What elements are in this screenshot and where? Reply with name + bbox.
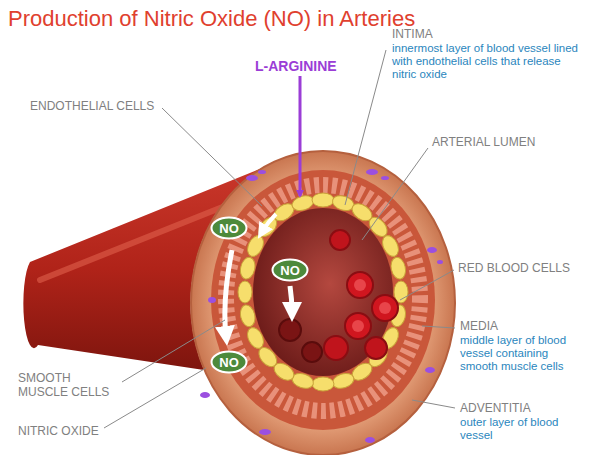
endothelial-cell	[389, 256, 408, 281]
adventitia-blobs	[200, 169, 443, 443]
layer-name: MEDIA	[460, 320, 498, 334]
endothelial-cell	[312, 193, 334, 207]
endothelial-cell	[238, 256, 257, 281]
endothelial-cell	[244, 325, 266, 351]
layer-name: INTIMA	[392, 28, 433, 42]
part-label: SMOOTH MUSCLE CELLS	[18, 372, 118, 400]
no-flow-arrow	[225, 250, 232, 336]
nitric-oxide-oval: NO	[210, 350, 248, 374]
node-text: NO	[210, 221, 248, 236]
layer-name: ADVENTITIA	[460, 402, 531, 416]
l-arginine-arrow	[299, 76, 302, 196]
red-blood-cells	[279, 230, 398, 362]
part-label: ENDOTHELIAL CELLS	[30, 100, 154, 114]
layer-description: outer layer of blood vessel	[460, 416, 560, 442]
endothelial-cell	[379, 233, 401, 259]
smooth-muscle-cells	[226, 185, 420, 411]
layer-description: innermost layer of blood vessel lined wi…	[392, 42, 582, 82]
no-flow-arrow	[290, 286, 292, 312]
media-layer	[211, 170, 435, 430]
endothelial-cell	[238, 281, 252, 303]
substrate-label: L-ARGININE	[255, 58, 337, 74]
adventitia-layer	[191, 151, 455, 455]
endothelial-cell	[238, 304, 257, 329]
nitric-oxide-oval: NO	[210, 216, 248, 240]
node-text: NO	[271, 263, 309, 278]
part-label: ARTERIAL LUMEN	[432, 136, 535, 150]
diagram-title: Production of Nitric Oxide (NO) in Arter…	[8, 6, 415, 31]
endothelial-cell	[290, 193, 315, 213]
arterial-lumen	[253, 208, 393, 376]
endothelial-cell	[312, 377, 334, 391]
part-label: NITRIC OXIDE	[18, 425, 99, 439]
part-label: RED BLOOD CELLS	[458, 262, 570, 276]
endothelial-cells	[238, 193, 408, 391]
endothelial-cell	[331, 371, 356, 391]
nitric-oxide-oval: NO	[271, 258, 309, 282]
no-flow-arrow	[262, 214, 276, 232]
endothelial-cell	[244, 233, 266, 259]
layer-description: middle layer of blood vessel containing …	[460, 334, 585, 374]
node-text: NO	[210, 355, 248, 370]
leader-lines	[104, 50, 455, 428]
